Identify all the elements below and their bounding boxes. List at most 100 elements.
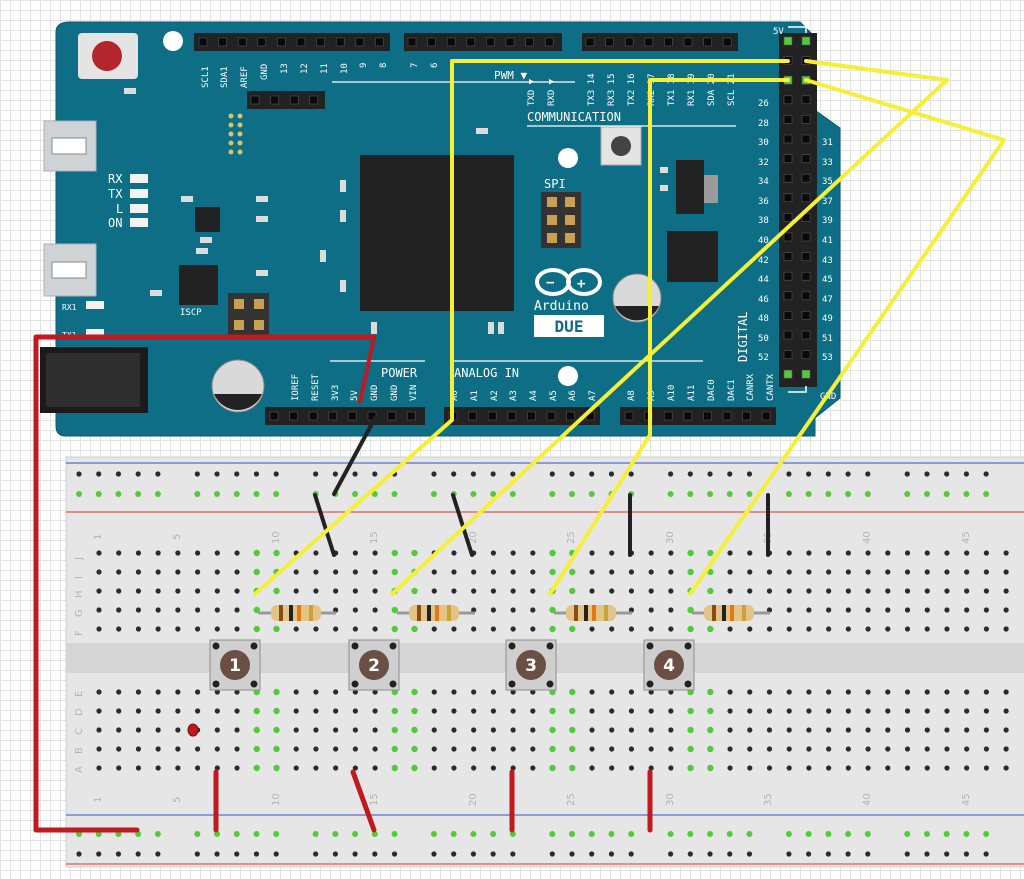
header-pin[interactable]: [546, 411, 556, 421]
header-pin[interactable]: [296, 37, 306, 47]
header-pin[interactable]: [703, 37, 712, 47]
header-pin[interactable]: [446, 37, 456, 47]
header-pin[interactable]: [289, 95, 299, 105]
header-pin[interactable]: [624, 411, 634, 421]
header-pin[interactable]: [250, 95, 260, 105]
header-pin[interactable]: [355, 37, 365, 47]
header-pin[interactable]: [644, 37, 654, 47]
header-pin[interactable]: [316, 37, 325, 47]
header-pin[interactable]: [407, 37, 417, 47]
header-pin[interactable]: [783, 134, 793, 144]
breadboard-hole: [135, 550, 142, 556]
header-pin[interactable]: [289, 411, 298, 421]
wire-ground-board[interactable]: [332, 416, 377, 496]
breadboard-hole: [175, 569, 181, 575]
header-pin[interactable]: [375, 37, 384, 47]
header-pin[interactable]: [783, 193, 793, 203]
wire-ground-resistor-1[interactable]: [313, 493, 336, 557]
header-pin[interactable]: [801, 193, 811, 203]
header-pin[interactable]: [801, 134, 811, 144]
header-pin[interactable]: [309, 95, 319, 105]
header-pin[interactable]: [527, 411, 536, 421]
header-pin[interactable]: [466, 37, 476, 47]
header-pin[interactable]: [761, 411, 771, 421]
header-pin[interactable]: [801, 252, 811, 261]
wire-ground-resistor-2[interactable]: [451, 493, 474, 557]
header-pin[interactable]: [585, 37, 595, 47]
header-pin[interactable]: [487, 411, 497, 421]
header-pin[interactable]: [783, 154, 793, 163]
header-pin[interactable]: [801, 350, 811, 359]
header-pin[interactable]: [801, 311, 811, 320]
wire-signal-button-4[interactable]: [688, 78, 1006, 596]
header-pin[interactable]: [505, 37, 515, 47]
header-pin[interactable]: [801, 36, 811, 46]
header-pin[interactable]: [218, 37, 227, 47]
header-pin[interactable]: [664, 37, 673, 47]
header-pin[interactable]: [328, 411, 338, 421]
header-pin[interactable]: [683, 411, 693, 421]
header-pin[interactable]: [348, 411, 357, 421]
header-pin[interactable]: [783, 311, 793, 320]
header-pin[interactable]: [683, 37, 693, 47]
header-pin[interactable]: [406, 411, 416, 421]
header-pin[interactable]: [783, 330, 793, 340]
header-pin[interactable]: [801, 369, 811, 379]
wire-power-5v[interactable]: [33, 334, 377, 833]
header-pin[interactable]: [663, 411, 673, 421]
header-pin[interactable]: [801, 154, 811, 163]
header-pin[interactable]: [525, 37, 534, 47]
header-pin[interactable]: [783, 271, 793, 281]
wire-power-button-2[interactable]: [350, 769, 377, 833]
header-pin[interactable]: [801, 213, 811, 222]
header-pin[interactable]: [468, 411, 477, 421]
header-pin[interactable]: [783, 173, 793, 183]
push-button-1[interactable]: 1: [209, 639, 261, 691]
header-pin[interactable]: [605, 37, 614, 47]
header-pin[interactable]: [801, 173, 811, 183]
header-pin[interactable]: [783, 291, 793, 301]
header-pin[interactable]: [801, 115, 811, 124]
wire-signal-button-1[interactable]: [253, 59, 790, 596]
header-pin[interactable]: [801, 95, 811, 105]
wire-signal-button-2[interactable]: [390, 59, 949, 596]
header-pin[interactable]: [801, 232, 811, 242]
header-pin[interactable]: [783, 252, 793, 261]
reset-button[interactable]: [78, 33, 138, 79]
wire-signal-button-3[interactable]: [548, 78, 790, 596]
header-pin[interactable]: [742, 411, 751, 421]
header-pin[interactable]: [270, 95, 279, 105]
header-pin[interactable]: [703, 411, 712, 421]
header-pin[interactable]: [257, 37, 267, 47]
header-pin[interactable]: [277, 37, 286, 47]
erase-button[interactable]: [600, 126, 642, 166]
header-pin[interactable]: [507, 411, 517, 421]
header-pin[interactable]: [801, 330, 811, 340]
push-button-2[interactable]: 2: [348, 639, 400, 691]
header-pin[interactable]: [308, 411, 318, 421]
header-pin[interactable]: [269, 411, 279, 421]
header-pin[interactable]: [624, 37, 634, 47]
header-pin[interactable]: [722, 411, 732, 421]
header-pin[interactable]: [801, 271, 811, 281]
header-pin[interactable]: [801, 291, 811, 301]
header-pin[interactable]: [335, 37, 345, 47]
wire-power-rail[interactable]: [358, 335, 376, 404]
header-pin[interactable]: [783, 232, 793, 242]
header-pin[interactable]: [566, 411, 575, 421]
push-button-3[interactable]: 3: [505, 639, 557, 691]
header-pin[interactable]: [387, 411, 396, 421]
header-pin[interactable]: [783, 36, 793, 46]
header-pin[interactable]: [198, 37, 208, 47]
header-pin[interactable]: [783, 213, 793, 222]
header-pin[interactable]: [783, 350, 793, 359]
header-pin[interactable]: [722, 37, 732, 47]
push-button-4[interactable]: 4: [643, 639, 695, 691]
header-pin[interactable]: [486, 37, 495, 47]
header-pin[interactable]: [427, 37, 436, 47]
header-pin[interactable]: [544, 37, 554, 47]
header-pin[interactable]: [783, 369, 793, 379]
header-pin[interactable]: [237, 37, 247, 47]
header-pin[interactable]: [783, 115, 793, 124]
header-pin[interactable]: [783, 95, 793, 105]
